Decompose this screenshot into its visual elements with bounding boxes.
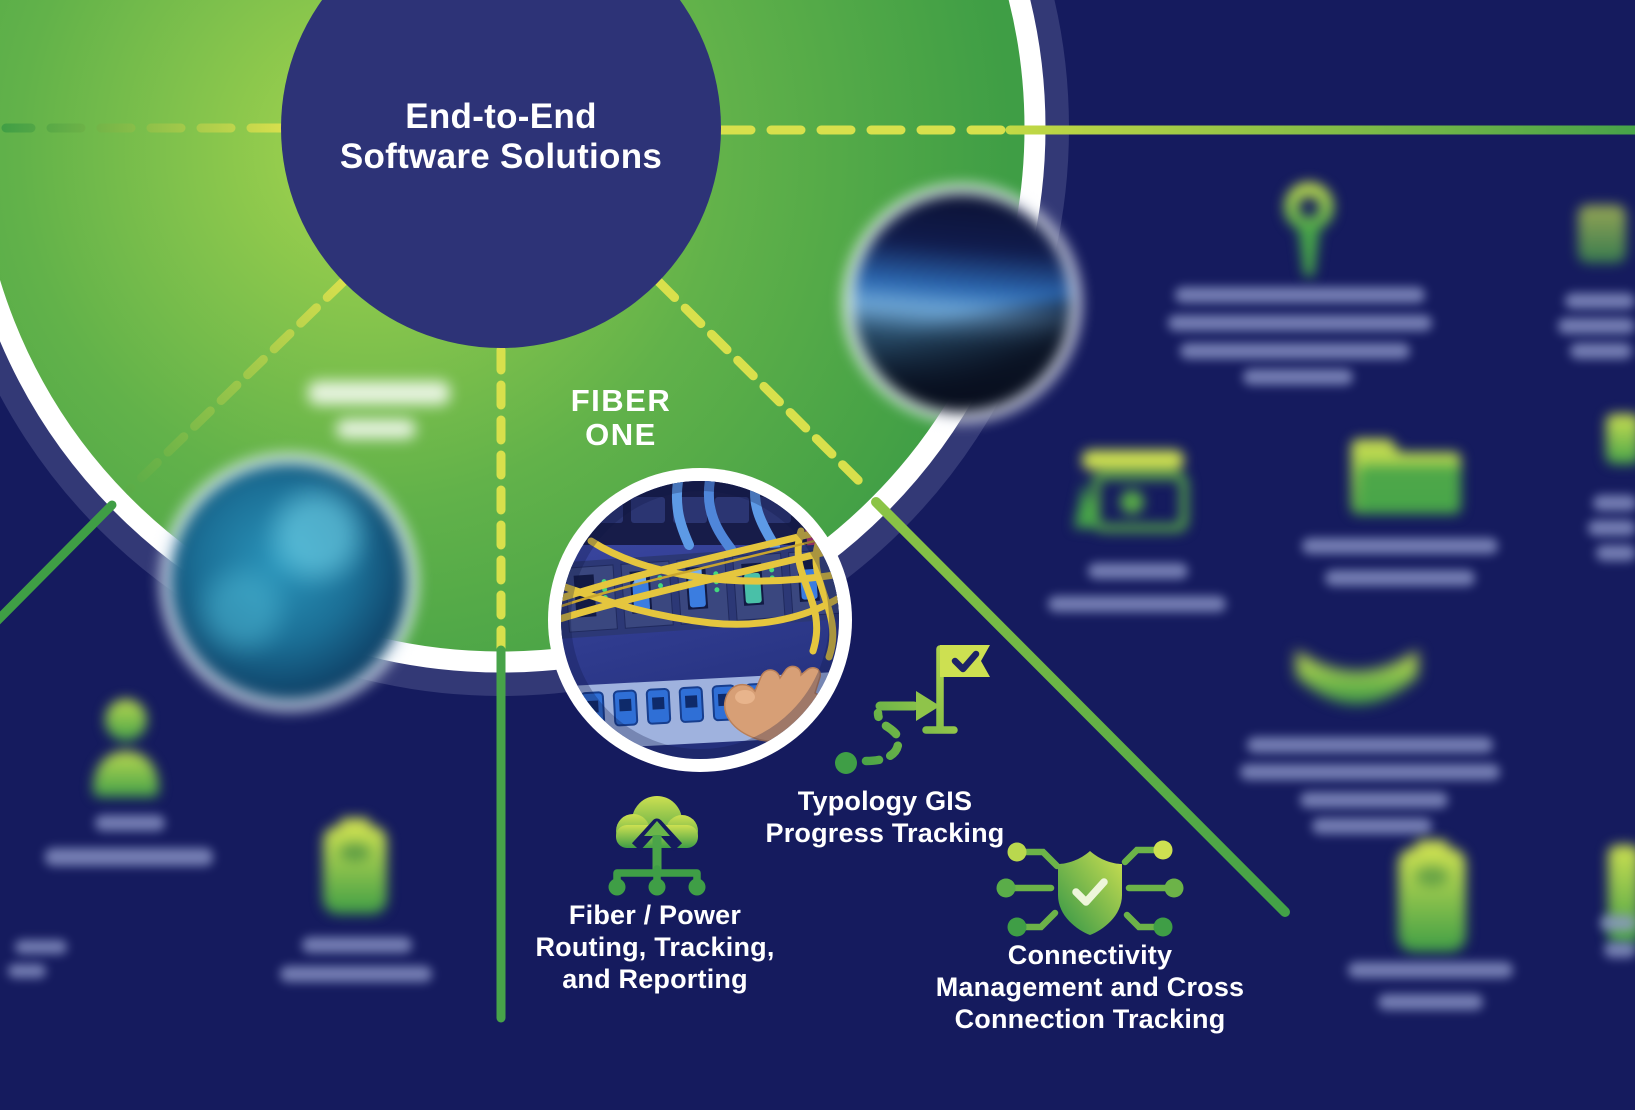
globe-photo-blurred xyxy=(160,453,418,711)
blurred-icon-person xyxy=(85,693,167,805)
hub-circle xyxy=(281,0,721,348)
feature-fiber-line3: and Reporting xyxy=(562,964,748,994)
feature-fiber-line1: Fiber / Power xyxy=(568,900,742,930)
branch-label-line1: FIBER xyxy=(570,383,672,418)
blurred-icon-card xyxy=(318,816,392,918)
shield-network-icon xyxy=(995,835,1185,947)
blurred-icon-folder xyxy=(1345,426,1467,524)
blurred-icon-board xyxy=(1072,446,1200,548)
cloud-network-icon xyxy=(600,785,715,900)
blurred-icon-battery xyxy=(1392,838,1472,956)
blurred-icon-pin xyxy=(1273,176,1345,284)
branch-label-line2: ONE xyxy=(585,417,657,452)
hub-title-line2: Software Solutions xyxy=(339,137,663,176)
feature-label-gis: Typology GIS Progress Tracking xyxy=(765,785,1004,849)
feature-gis-line1: Typology GIS xyxy=(797,786,973,816)
dashed-line-down-right xyxy=(654,277,873,495)
feature-conn-line3: Connection Tracking xyxy=(954,1004,1226,1034)
hub-title-line1: End-to-End xyxy=(405,97,597,136)
route-flag-icon xyxy=(800,635,1000,785)
feature-fiber-line2: Routing, Tracking, xyxy=(535,932,775,962)
connector-lines xyxy=(0,123,1635,1023)
dashed-line-down-left xyxy=(125,277,348,494)
feature-conn-line1: Connectivity xyxy=(1007,940,1173,970)
network-photo-blurred xyxy=(843,184,1081,422)
solid-line-down-left xyxy=(0,500,117,625)
feature-label-fiber-power: Fiber / Power Routing, Tracking, and Rep… xyxy=(535,899,774,995)
feature-label-connectivity: Connectivity Management and Cross Connec… xyxy=(936,939,1245,1035)
fiber-photo-circle xyxy=(548,468,852,772)
hub-title: End-to-End Software Solutions xyxy=(340,97,662,177)
feature-conn-line2: Management and Cross xyxy=(935,972,1245,1002)
fiber-photo xyxy=(561,481,839,759)
solid-line-down-right xyxy=(871,497,1290,917)
blurred-icon-chevron xyxy=(1288,636,1426,736)
branch-label: FIBER ONE xyxy=(571,384,672,452)
feature-gis-line2: Progress Tracking xyxy=(765,818,1005,848)
